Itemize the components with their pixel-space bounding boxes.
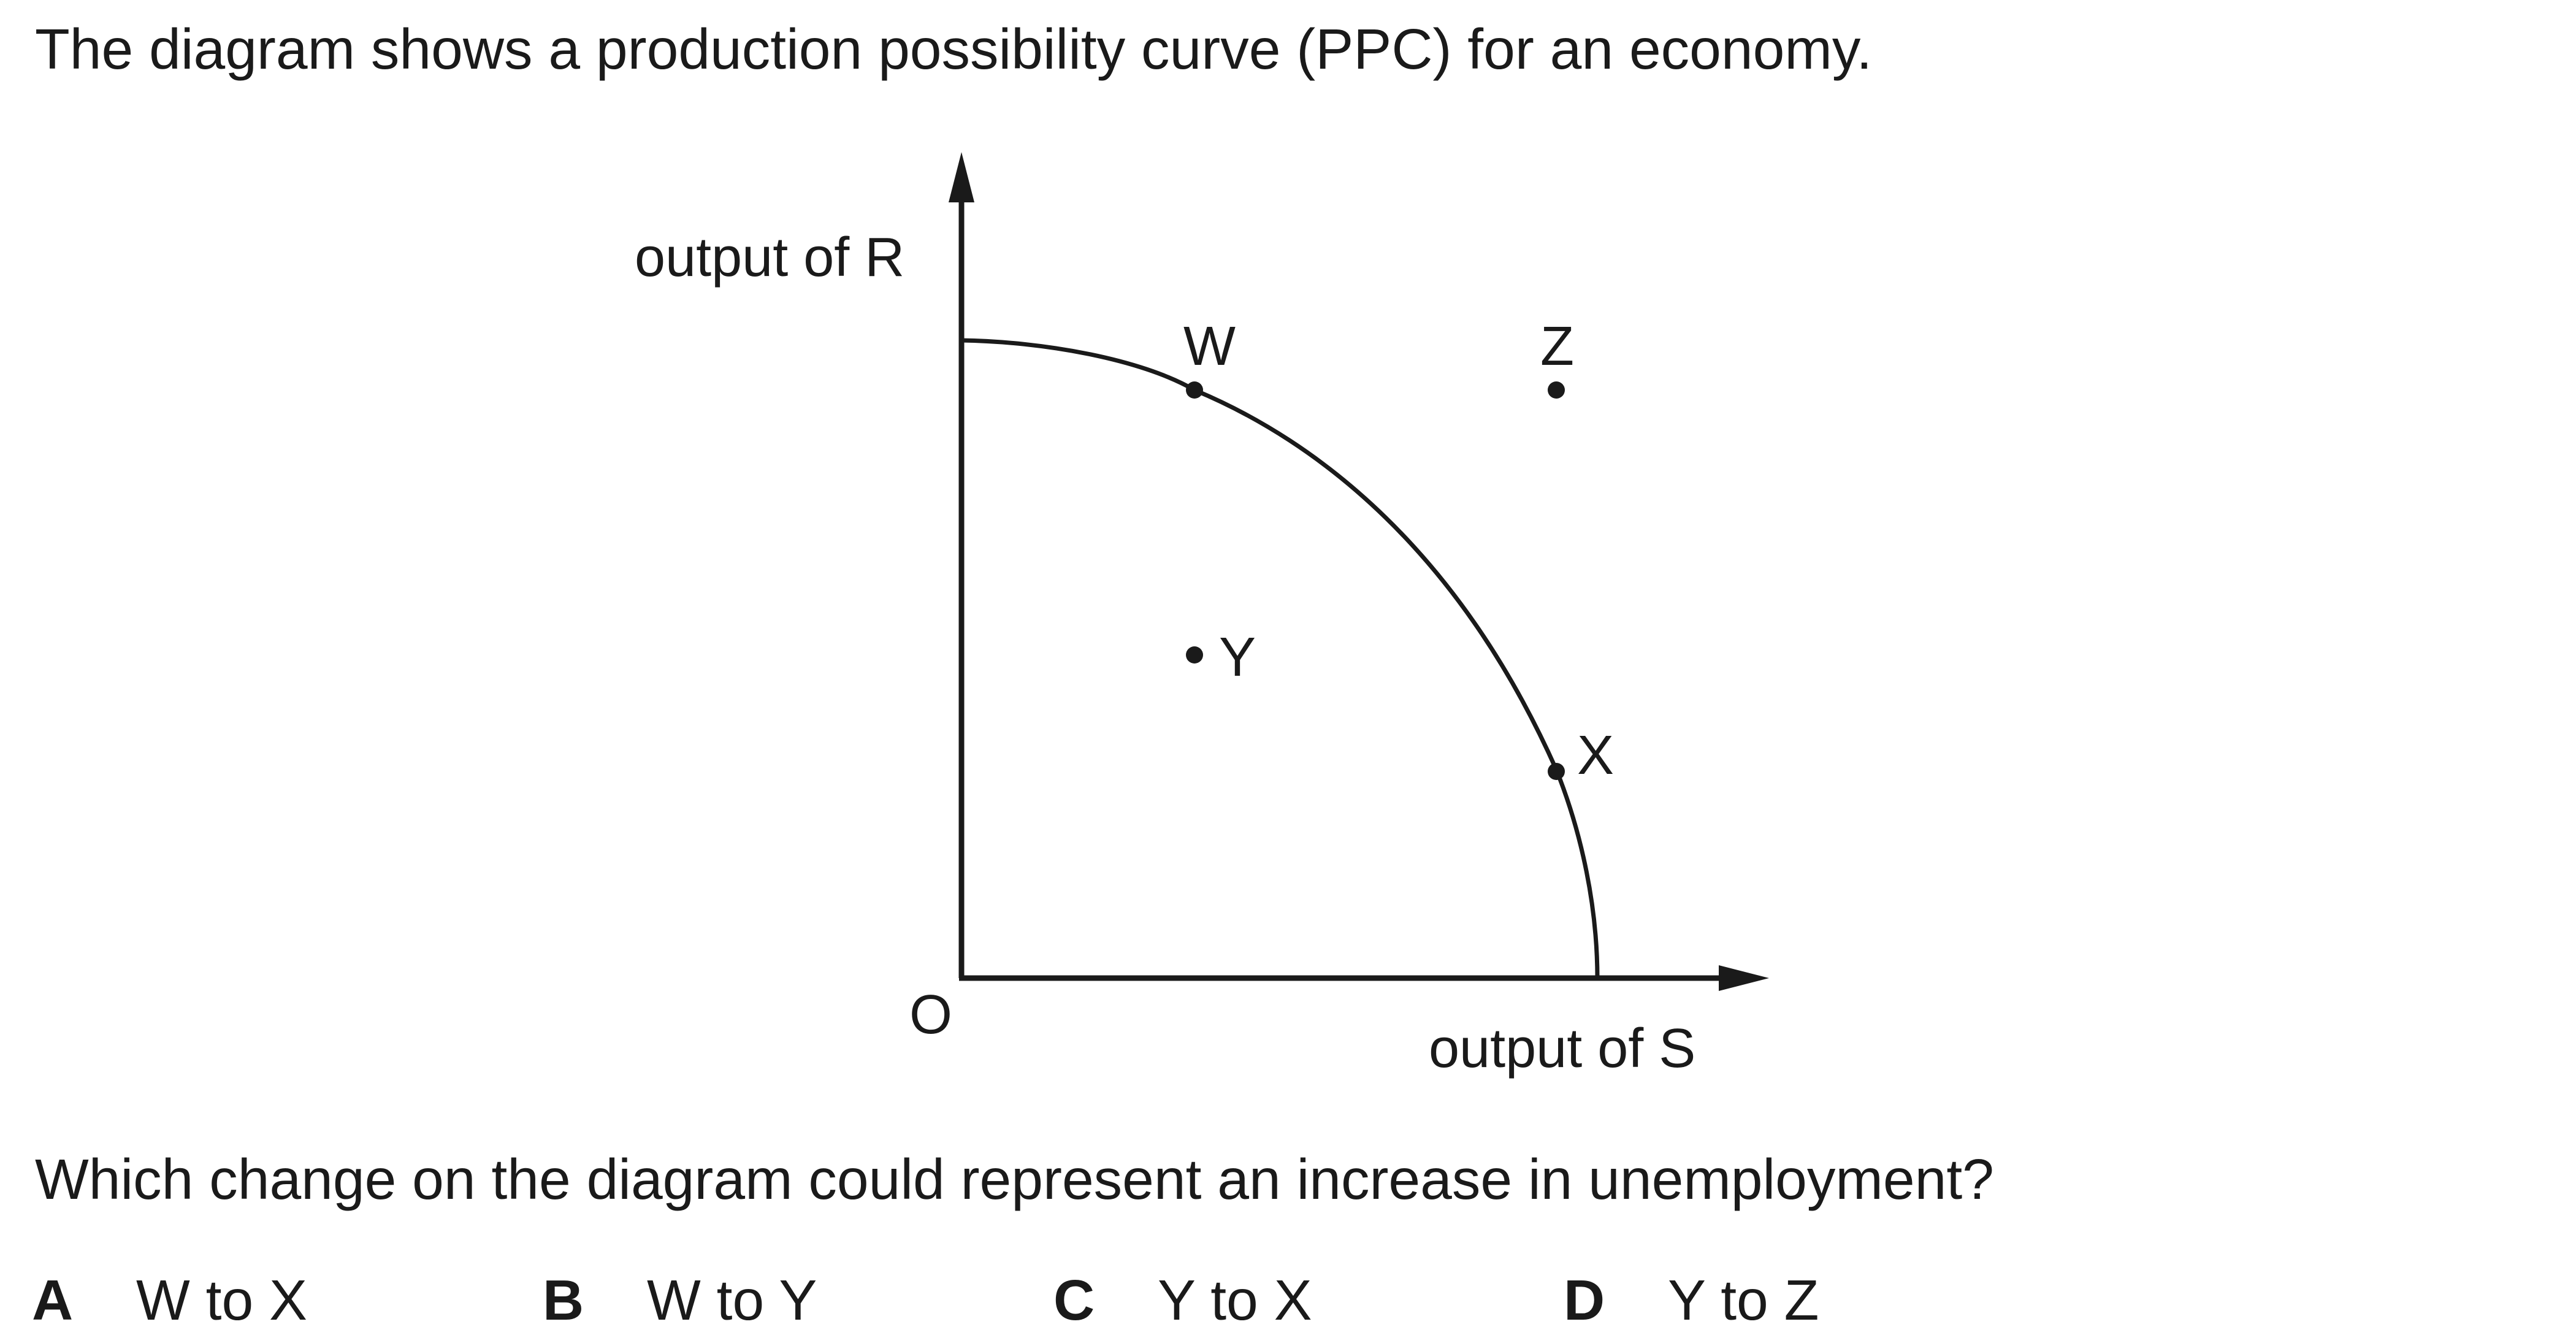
point-z-dot	[1548, 381, 1565, 399]
option-a[interactable]: A W to X	[32, 1266, 307, 1335]
point-z-label: Z	[1540, 316, 1574, 377]
origin-label: O	[909, 984, 952, 1046]
ppc-diagram: output of R output of S O W Z Y X	[635, 152, 1769, 1079]
point-w-dot	[1186, 381, 1203, 399]
point-y-dot	[1186, 646, 1203, 664]
y-axis-arrowhead	[949, 152, 974, 202]
x-axis-label: output of S	[1429, 1018, 1695, 1079]
x-axis-arrowhead	[1719, 965, 1769, 991]
y-axis-label: output of R	[635, 227, 904, 288]
point-x-label: X	[1577, 725, 1614, 786]
option-text: Y to X	[1158, 1268, 1312, 1332]
intro-text: The diagram shows a production possibili…	[35, 17, 1873, 81]
option-letter: A	[32, 1268, 74, 1332]
point-y-label: Y	[1219, 627, 1256, 688]
option-letter: C	[1053, 1268, 1095, 1332]
option-text: W to Y	[647, 1268, 817, 1332]
option-b[interactable]: B W to Y	[543, 1266, 817, 1335]
ppc-curve	[961, 338, 1600, 979]
option-text: W to X	[136, 1268, 308, 1332]
point-x-dot	[1548, 763, 1565, 780]
point-w-label: W	[1183, 316, 1236, 377]
option-text: Y to Z	[1668, 1268, 1819, 1332]
answer-options: A W to X B W to Y C Y to X D Y to Z	[0, 1266, 2576, 1333]
option-letter: B	[543, 1268, 584, 1332]
option-d[interactable]: D Y to Z	[1564, 1266, 1819, 1335]
option-letter: D	[1564, 1268, 1605, 1332]
question-text: Which change on the diagram could repres…	[35, 1147, 1994, 1211]
option-c[interactable]: C Y to X	[1053, 1266, 1312, 1335]
